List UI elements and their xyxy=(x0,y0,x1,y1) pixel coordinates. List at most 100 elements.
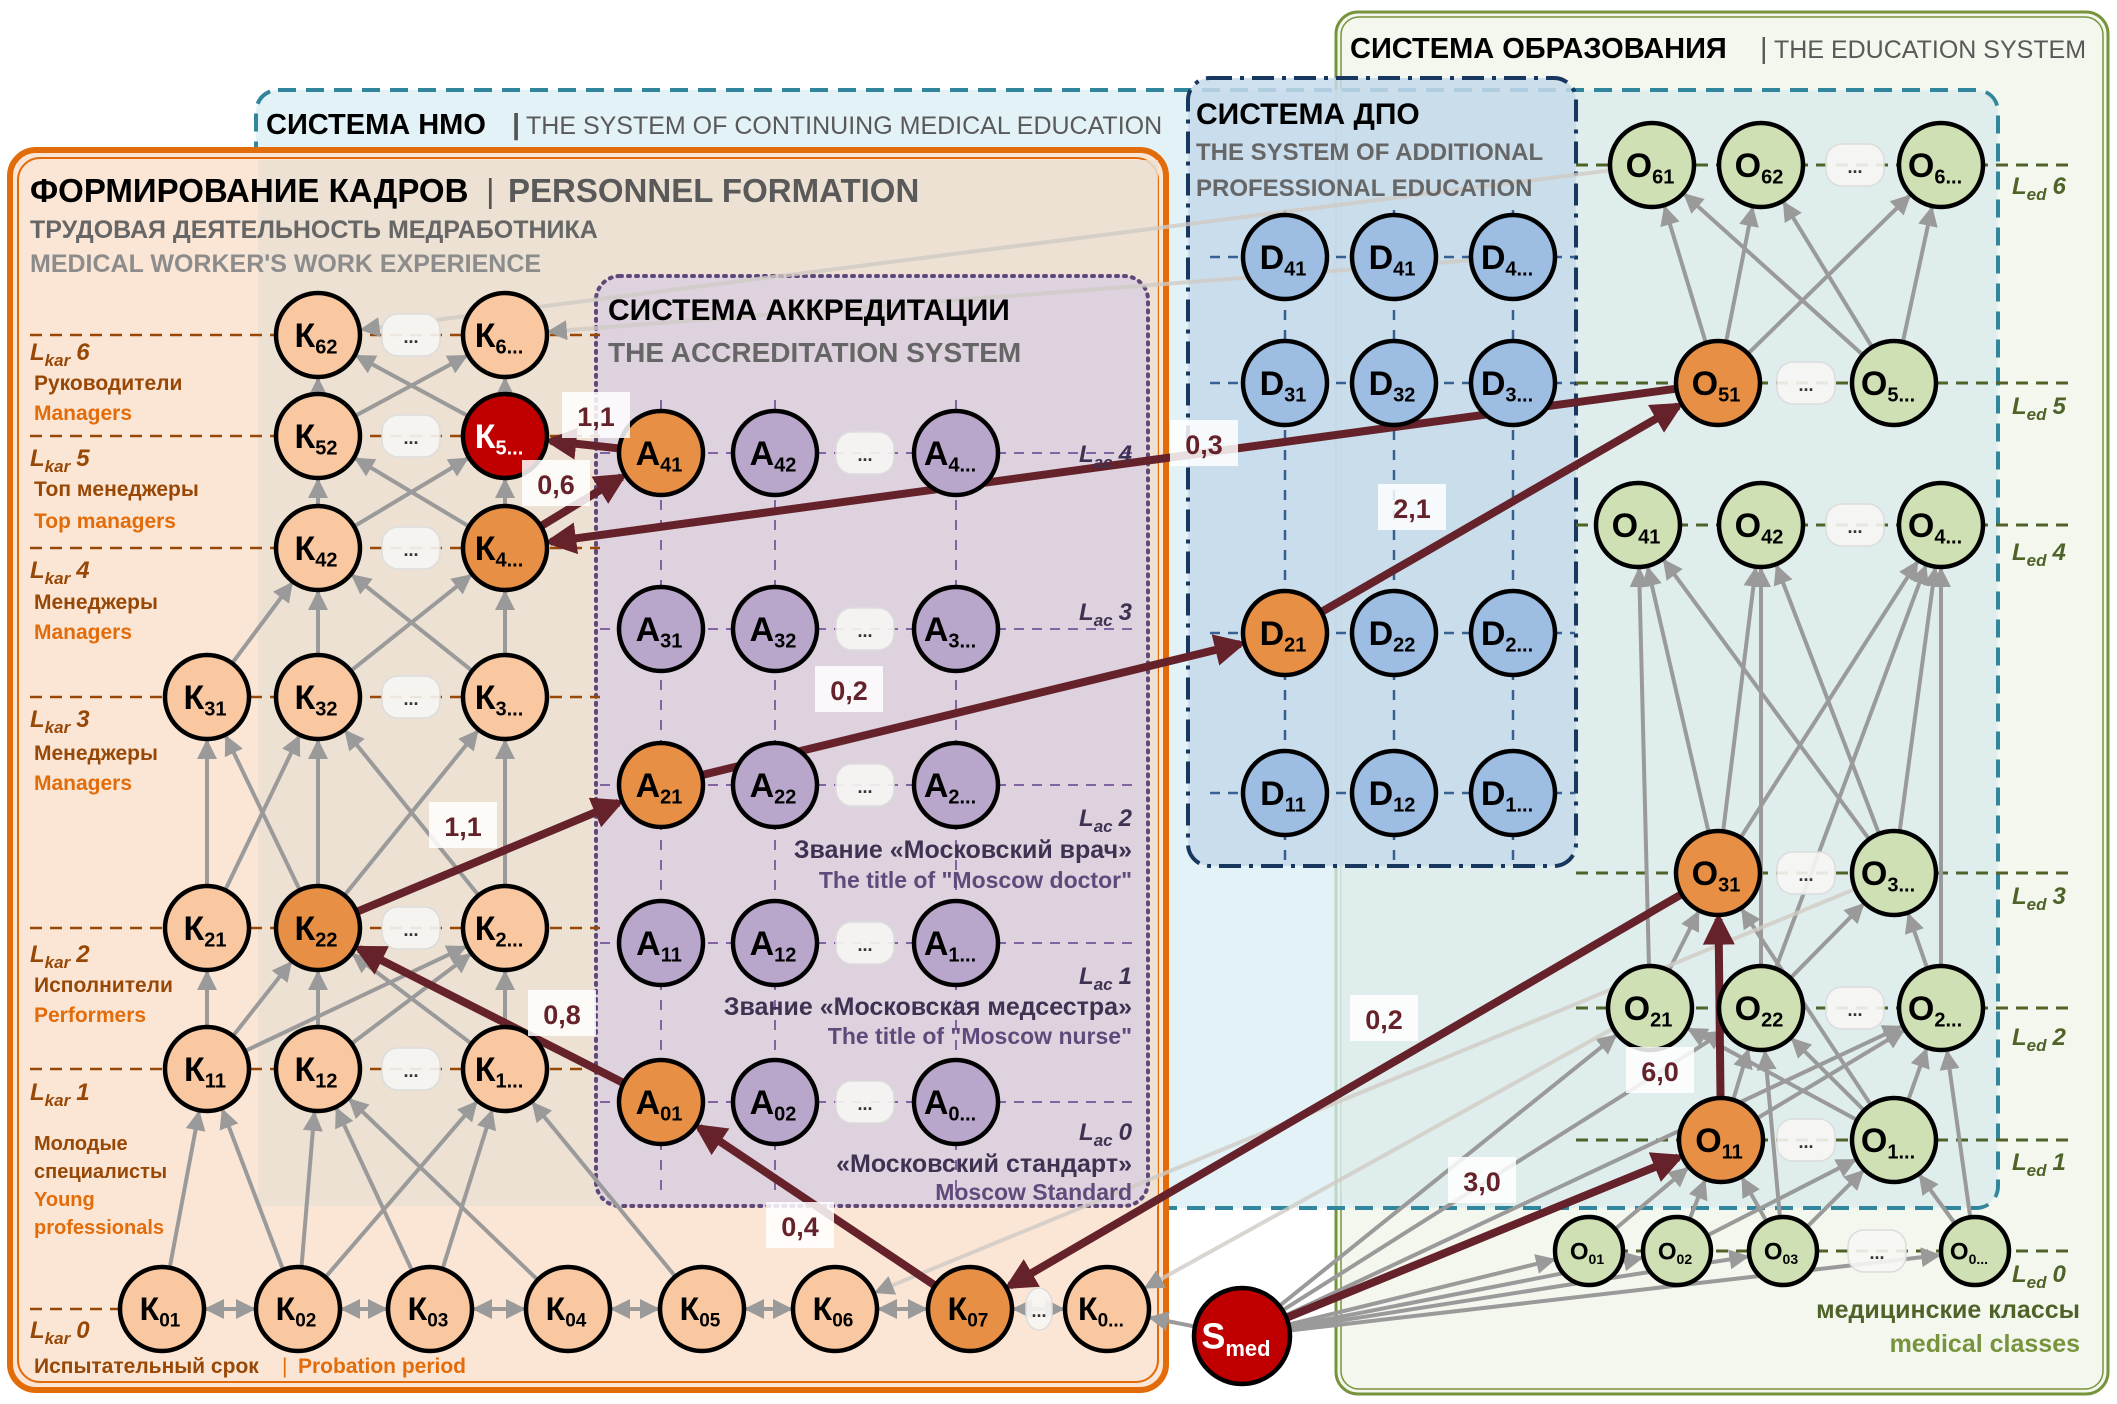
ellipsis-pill: ... xyxy=(381,675,441,719)
lkar-6-ru: Руководители xyxy=(34,372,182,395)
node-o42[interactable]: O42 xyxy=(1716,480,1806,570)
svg-text:O62: O62 xyxy=(1735,147,1784,189)
node-k31[interactable]: К31 xyxy=(162,652,252,742)
svg-text:0,3: 0,3 xyxy=(1185,430,1223,460)
lkar-6-en: Managers xyxy=(34,402,132,425)
svg-text:D41: D41 xyxy=(1260,239,1307,281)
node-k1x[interactable]: К1... xyxy=(460,1024,550,1114)
node-o61[interactable]: O61 xyxy=(1607,120,1697,210)
node-o51[interactable]: O51 xyxy=(1673,338,1763,428)
svg-text:1,1: 1,1 xyxy=(444,812,482,842)
node-k4x[interactable]: К4... xyxy=(460,503,550,593)
node-smed[interactable]: Smed xyxy=(1191,1285,1293,1387)
node-a4x[interactable]: A4... xyxy=(911,408,1001,498)
node-k2x[interactable]: К2... xyxy=(460,883,550,973)
node-o3x[interactable]: O3... xyxy=(1849,828,1939,918)
node-d41a[interactable]: D41 xyxy=(1240,212,1330,302)
accreditation-title-ru: СИСТЕМА АККРЕДИТАЦИИ xyxy=(608,294,1010,327)
node-k22[interactable]: К22 xyxy=(273,883,363,973)
node-o03[interactable]: O03 xyxy=(1746,1214,1820,1288)
svg-text:O0...: O0... xyxy=(1950,1238,1988,1267)
node-d2x[interactable]: D2... xyxy=(1468,588,1558,678)
node-a3x[interactable]: A3... xyxy=(911,584,1001,674)
node-a31[interactable]: A31 xyxy=(616,584,706,674)
node-d21[interactable]: D21 xyxy=(1240,588,1330,678)
node-o41[interactable]: O41 xyxy=(1593,480,1683,570)
node-a11[interactable]: A11 xyxy=(616,898,706,988)
node-d31[interactable]: D31 xyxy=(1240,338,1330,428)
svg-text:3,0: 3,0 xyxy=(1463,1167,1501,1197)
node-o62[interactable]: O62 xyxy=(1716,120,1806,210)
lkar-0-ru: Испытательный срок xyxy=(34,1355,259,1378)
node-o21[interactable]: O21 xyxy=(1605,963,1695,1053)
node-a42[interactable]: A42 xyxy=(730,408,820,498)
node-d32[interactable]: D32 xyxy=(1349,338,1439,428)
node-d4x[interactable]: D4... xyxy=(1468,212,1558,302)
node-o01[interactable]: O01 xyxy=(1552,1214,1626,1288)
node-k62[interactable]: К62 xyxy=(273,290,363,380)
node-a02[interactable]: A02 xyxy=(730,1057,820,1147)
svg-text:O21: O21 xyxy=(1624,990,1673,1032)
svg-text:...: ... xyxy=(857,935,872,955)
svg-text:D32: D32 xyxy=(1369,365,1416,407)
node-d1x[interactable]: D1... xyxy=(1468,748,1558,838)
node-k06[interactable]: К06 xyxy=(790,1264,880,1354)
node-k6x[interactable]: К6... xyxy=(460,290,550,380)
node-o0x[interactable]: O0... xyxy=(1938,1214,2012,1288)
node-k32[interactable]: К32 xyxy=(273,652,363,742)
node-o22[interactable]: O22 xyxy=(1716,963,1806,1053)
node-a12[interactable]: A12 xyxy=(730,898,820,988)
lkar-1-ru-1: Молодые xyxy=(34,1133,128,1155)
node-k07[interactable]: К07 xyxy=(925,1264,1015,1354)
node-a32[interactable]: A32 xyxy=(730,584,820,674)
node-a0x[interactable]: A0... xyxy=(911,1057,1001,1147)
node-o02[interactable]: O02 xyxy=(1640,1214,1714,1288)
ellipsis-pill: ... xyxy=(835,763,895,807)
node-d22[interactable]: D22 xyxy=(1349,588,1439,678)
lkar-3-ru: Менеджеры xyxy=(34,742,158,765)
node-k0x[interactable]: К0... xyxy=(1062,1264,1152,1354)
node-a41[interactable]: A41 xyxy=(616,408,706,498)
transition-edge xyxy=(1740,1176,1769,1223)
transition-edge xyxy=(1740,908,1873,1107)
transition-edge xyxy=(219,1108,285,1271)
node-o1x[interactable]: O1... xyxy=(1849,1095,1939,1185)
svg-text:O41: O41 xyxy=(1612,507,1661,549)
transition-edge xyxy=(299,1110,323,1268)
node-o11[interactable]: O11 xyxy=(1676,1095,1766,1185)
node-k02[interactable]: К02 xyxy=(253,1264,343,1354)
node-a01[interactable]: A01 xyxy=(616,1057,706,1147)
node-a21[interactable]: A21 xyxy=(616,740,706,830)
transition-edge xyxy=(440,1109,497,1270)
node-o4x[interactable]: O4... xyxy=(1896,480,1986,570)
personnel-title-ru: ФОРМИРОВАНИЕ КАДРОВ xyxy=(30,172,468,209)
path-edge-K22-A21 xyxy=(355,797,625,916)
node-o6x[interactable]: O6... xyxy=(1896,120,1986,210)
node-k01[interactable]: К01 xyxy=(117,1264,207,1354)
svg-text:К3...: К3... xyxy=(475,679,524,721)
node-o2x[interactable]: O2... xyxy=(1896,963,1986,1053)
node-k5x[interactable]: К5... xyxy=(460,391,550,481)
svg-text:К6...: К6... xyxy=(475,317,524,359)
svg-text:A02: A02 xyxy=(750,1084,797,1126)
node-a22[interactable]: A22 xyxy=(730,740,820,830)
node-k12[interactable]: К12 xyxy=(273,1024,363,1114)
node-d41b[interactable]: D41 xyxy=(1349,212,1439,302)
node-d3x[interactable]: D3... xyxy=(1468,338,1558,428)
node-d11[interactable]: D11 xyxy=(1240,748,1330,838)
node-d12[interactable]: D12 xyxy=(1349,748,1439,838)
node-k03[interactable]: К03 xyxy=(385,1264,475,1354)
node-k04[interactable]: К04 xyxy=(523,1264,613,1354)
node-a2x[interactable]: A2... xyxy=(911,740,1001,830)
node-k11[interactable]: К11 xyxy=(162,1024,252,1114)
node-k3x[interactable]: К3... xyxy=(460,652,550,742)
node-k42[interactable]: К42 xyxy=(273,503,363,593)
node-k21[interactable]: К21 xyxy=(162,883,252,973)
svg-text:К01: К01 xyxy=(140,1291,181,1331)
node-o31[interactable]: O31 xyxy=(1673,828,1763,918)
node-a1x[interactable]: A1... xyxy=(911,898,1001,988)
node-k52[interactable]: К52 xyxy=(273,391,363,481)
node-k05[interactable]: К05 xyxy=(657,1264,747,1354)
node-o5x[interactable]: O5... xyxy=(1849,338,1939,428)
